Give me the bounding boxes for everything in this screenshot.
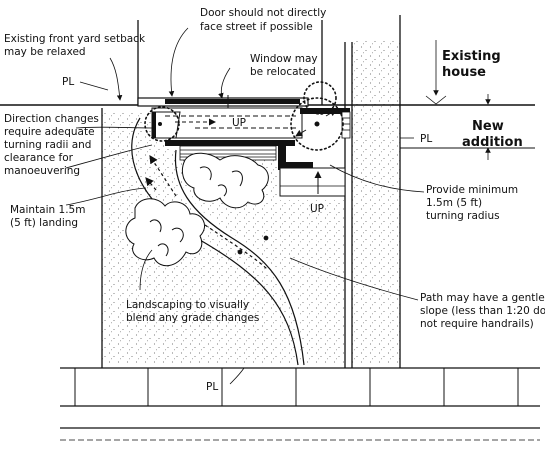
door-swing [303,81,337,115]
turning-circle-entry [290,97,344,151]
turning-radius-circles [144,81,344,151]
porch-landing [151,107,303,139]
landscaping-label-line2: blend any grade changes [126,312,259,324]
turning-label-line3: turning radius [426,210,500,222]
existing-house-label-line2: house [442,65,486,80]
door-label-line1: Door should not directly [200,7,326,19]
direction-label-line3: turning radii and [4,139,91,151]
turning-arrows [295,109,337,137]
path-edge-inner [174,149,305,366]
landscaping-shrubs [125,152,269,267]
path-label-line1: Path may have a gentle [420,292,545,304]
path-label-line2: slope (less than 1:20 does [420,305,545,317]
site-lines [0,15,535,368]
shrub-cluster-lower [125,198,205,267]
turning-label-line1: Provide minimum [426,184,518,196]
up-label-addition: UP [310,203,324,215]
direction-label-line1: Direction changes [4,113,99,125]
turning-label-line2: 1.5m (5 ft) [426,197,482,209]
leader-lines [65,27,491,385]
landing-label-line2: (5 ft) landing [10,217,78,229]
pl-label-top: PL [62,76,74,88]
landing-label-line1: Maintain 1.5m [10,204,85,216]
existing-house-label-line1: Existing [442,49,501,64]
lawn-between [172,160,345,365]
existing-house-front [137,95,309,108]
lawn-right [352,40,400,365]
landscaping-label-line1: Landscaping to visually [126,299,249,311]
annotations: Existing front yard setback may be relax… [4,7,545,393]
setback-label-line2: may be relaxed [4,46,86,58]
pl-label-right: PL [420,133,432,145]
new-addition-ramp [279,167,346,197]
door-label-line2: face street if possible [200,21,313,33]
direction-label-line4: clearance for [4,152,74,164]
new-addition-label-line1: New [472,119,504,134]
pl-label-bottom: PL [206,381,218,393]
window-label-line1: Window may [250,53,318,65]
new-addition-label-line2: addition [462,135,523,150]
direction-label-line2: require adequate [4,126,95,138]
turning-circle-landing [144,106,180,142]
window [165,99,300,104]
up-label-porch: UP [232,117,246,129]
path-label-line3: not require handrails) [420,318,534,330]
setback-label-line1: Existing front yard setback [4,33,146,45]
window-label-line2: be relocated [250,66,316,78]
direction-label-line5: manoeuvering [4,165,80,177]
sidewalk [60,367,540,441]
